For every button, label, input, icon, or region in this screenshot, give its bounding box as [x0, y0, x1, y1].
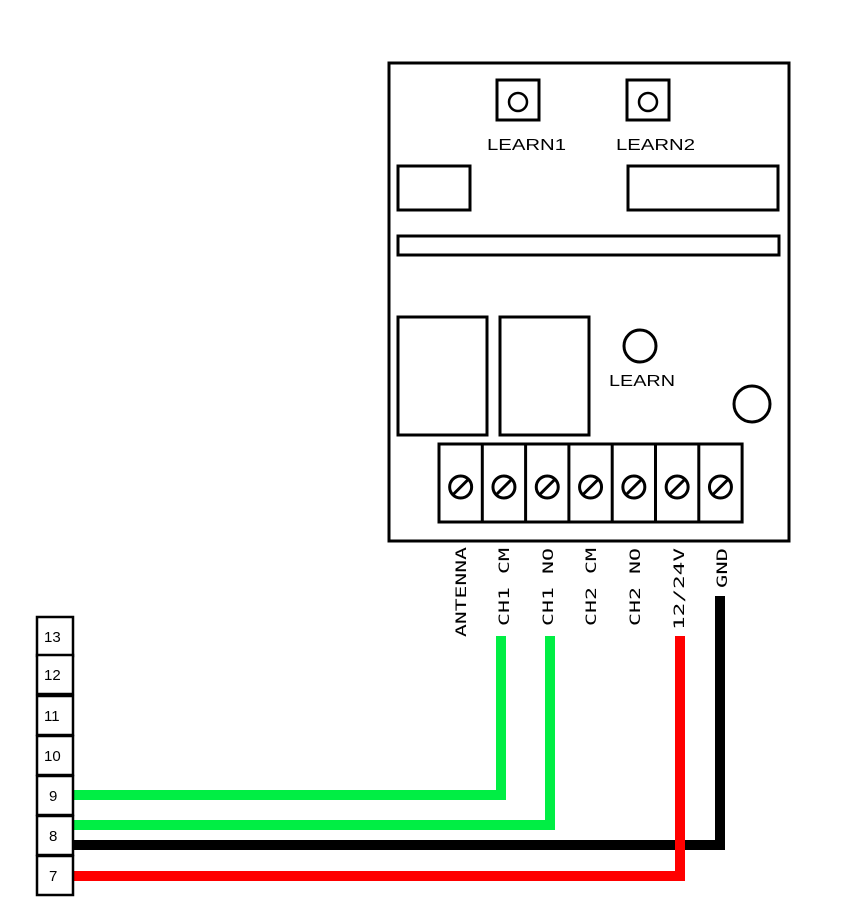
wires — [74, 596, 725, 881]
strip-terminal-9: 9 — [35, 774, 75, 817]
strip-terminal-13: 13 — [35, 615, 75, 658]
learn1-button[interactable] — [495, 78, 541, 122]
strip-number: 8 — [49, 828, 57, 845]
led-indicator — [732, 384, 772, 424]
wire-ch1-cm-to-9 — [74, 636, 506, 800]
terminal-label-ch2-no: CH2 NO — [628, 548, 644, 626]
terminal-block — [437, 442, 744, 524]
wire-ch1-no-to-8 — [74, 636, 555, 830]
strip-terminal-12: 12 — [35, 653, 75, 696]
terminal-strip: 13 12 11 10 9 8 7 — [35, 615, 75, 897]
strip-number: 7 — [49, 868, 57, 885]
terminal-screw-ch2-cm[interactable] — [578, 474, 604, 500]
wire-12-24v-to-7 — [74, 636, 685, 881]
learn2-label: LEARN2 — [616, 137, 695, 154]
learn-label: LEARN — [609, 373, 675, 390]
terminal-screw-antenna[interactable] — [448, 474, 474, 500]
terminal-labels: ANTENNA CH1 CM CH1 NO CH2 CM CH2 NO 12/2… — [454, 546, 731, 637]
terminal-screw-ch1-no[interactable] — [534, 474, 560, 500]
strip-number: 13 — [44, 629, 61, 646]
strip-number: 12 — [44, 667, 61, 684]
strip-terminal-8: 8 — [35, 814, 75, 857]
wire-gnd-to-8 — [74, 596, 725, 850]
strip-terminal-7: 7 — [35, 854, 75, 897]
strip-number: 10 — [44, 748, 61, 765]
terminal-block-body — [437, 442, 744, 524]
terminal-screw-gnd[interactable] — [707, 474, 733, 500]
strip-number: 9 — [49, 788, 57, 805]
learn2-button[interactable] — [625, 78, 671, 122]
terminal-screw-12-24v[interactable] — [664, 474, 690, 500]
learn-button[interactable] — [622, 328, 658, 364]
header-strip — [396, 234, 781, 257]
relay-2 — [498, 315, 591, 437]
strip-terminal-10: 10 — [35, 734, 75, 777]
terminal-label-gnd: GND — [715, 548, 731, 588]
terminal-screw-ch1-cm[interactable] — [491, 474, 517, 500]
terminal-label-antenna: ANTENNA — [454, 546, 470, 637]
terminal-screw-ch2-no[interactable] — [621, 474, 647, 500]
strip-number: 11 — [44, 708, 60, 725]
receiver-board — [387, 61, 791, 543]
component-left — [396, 164, 472, 212]
strip-terminal-11: 11 — [35, 694, 75, 737]
relay-1 — [396, 315, 489, 437]
terminal-label-ch2-cm: CH2 CM — [584, 548, 600, 626]
learn1-label: LEARN1 — [487, 137, 566, 154]
component-right — [626, 164, 780, 212]
terminal-label-ch1-no: CH1 NO — [541, 548, 557, 626]
terminal-label-12-24v: 12/24V — [672, 547, 688, 630]
terminal-label-ch1-cm: CH1 CM — [497, 548, 513, 626]
